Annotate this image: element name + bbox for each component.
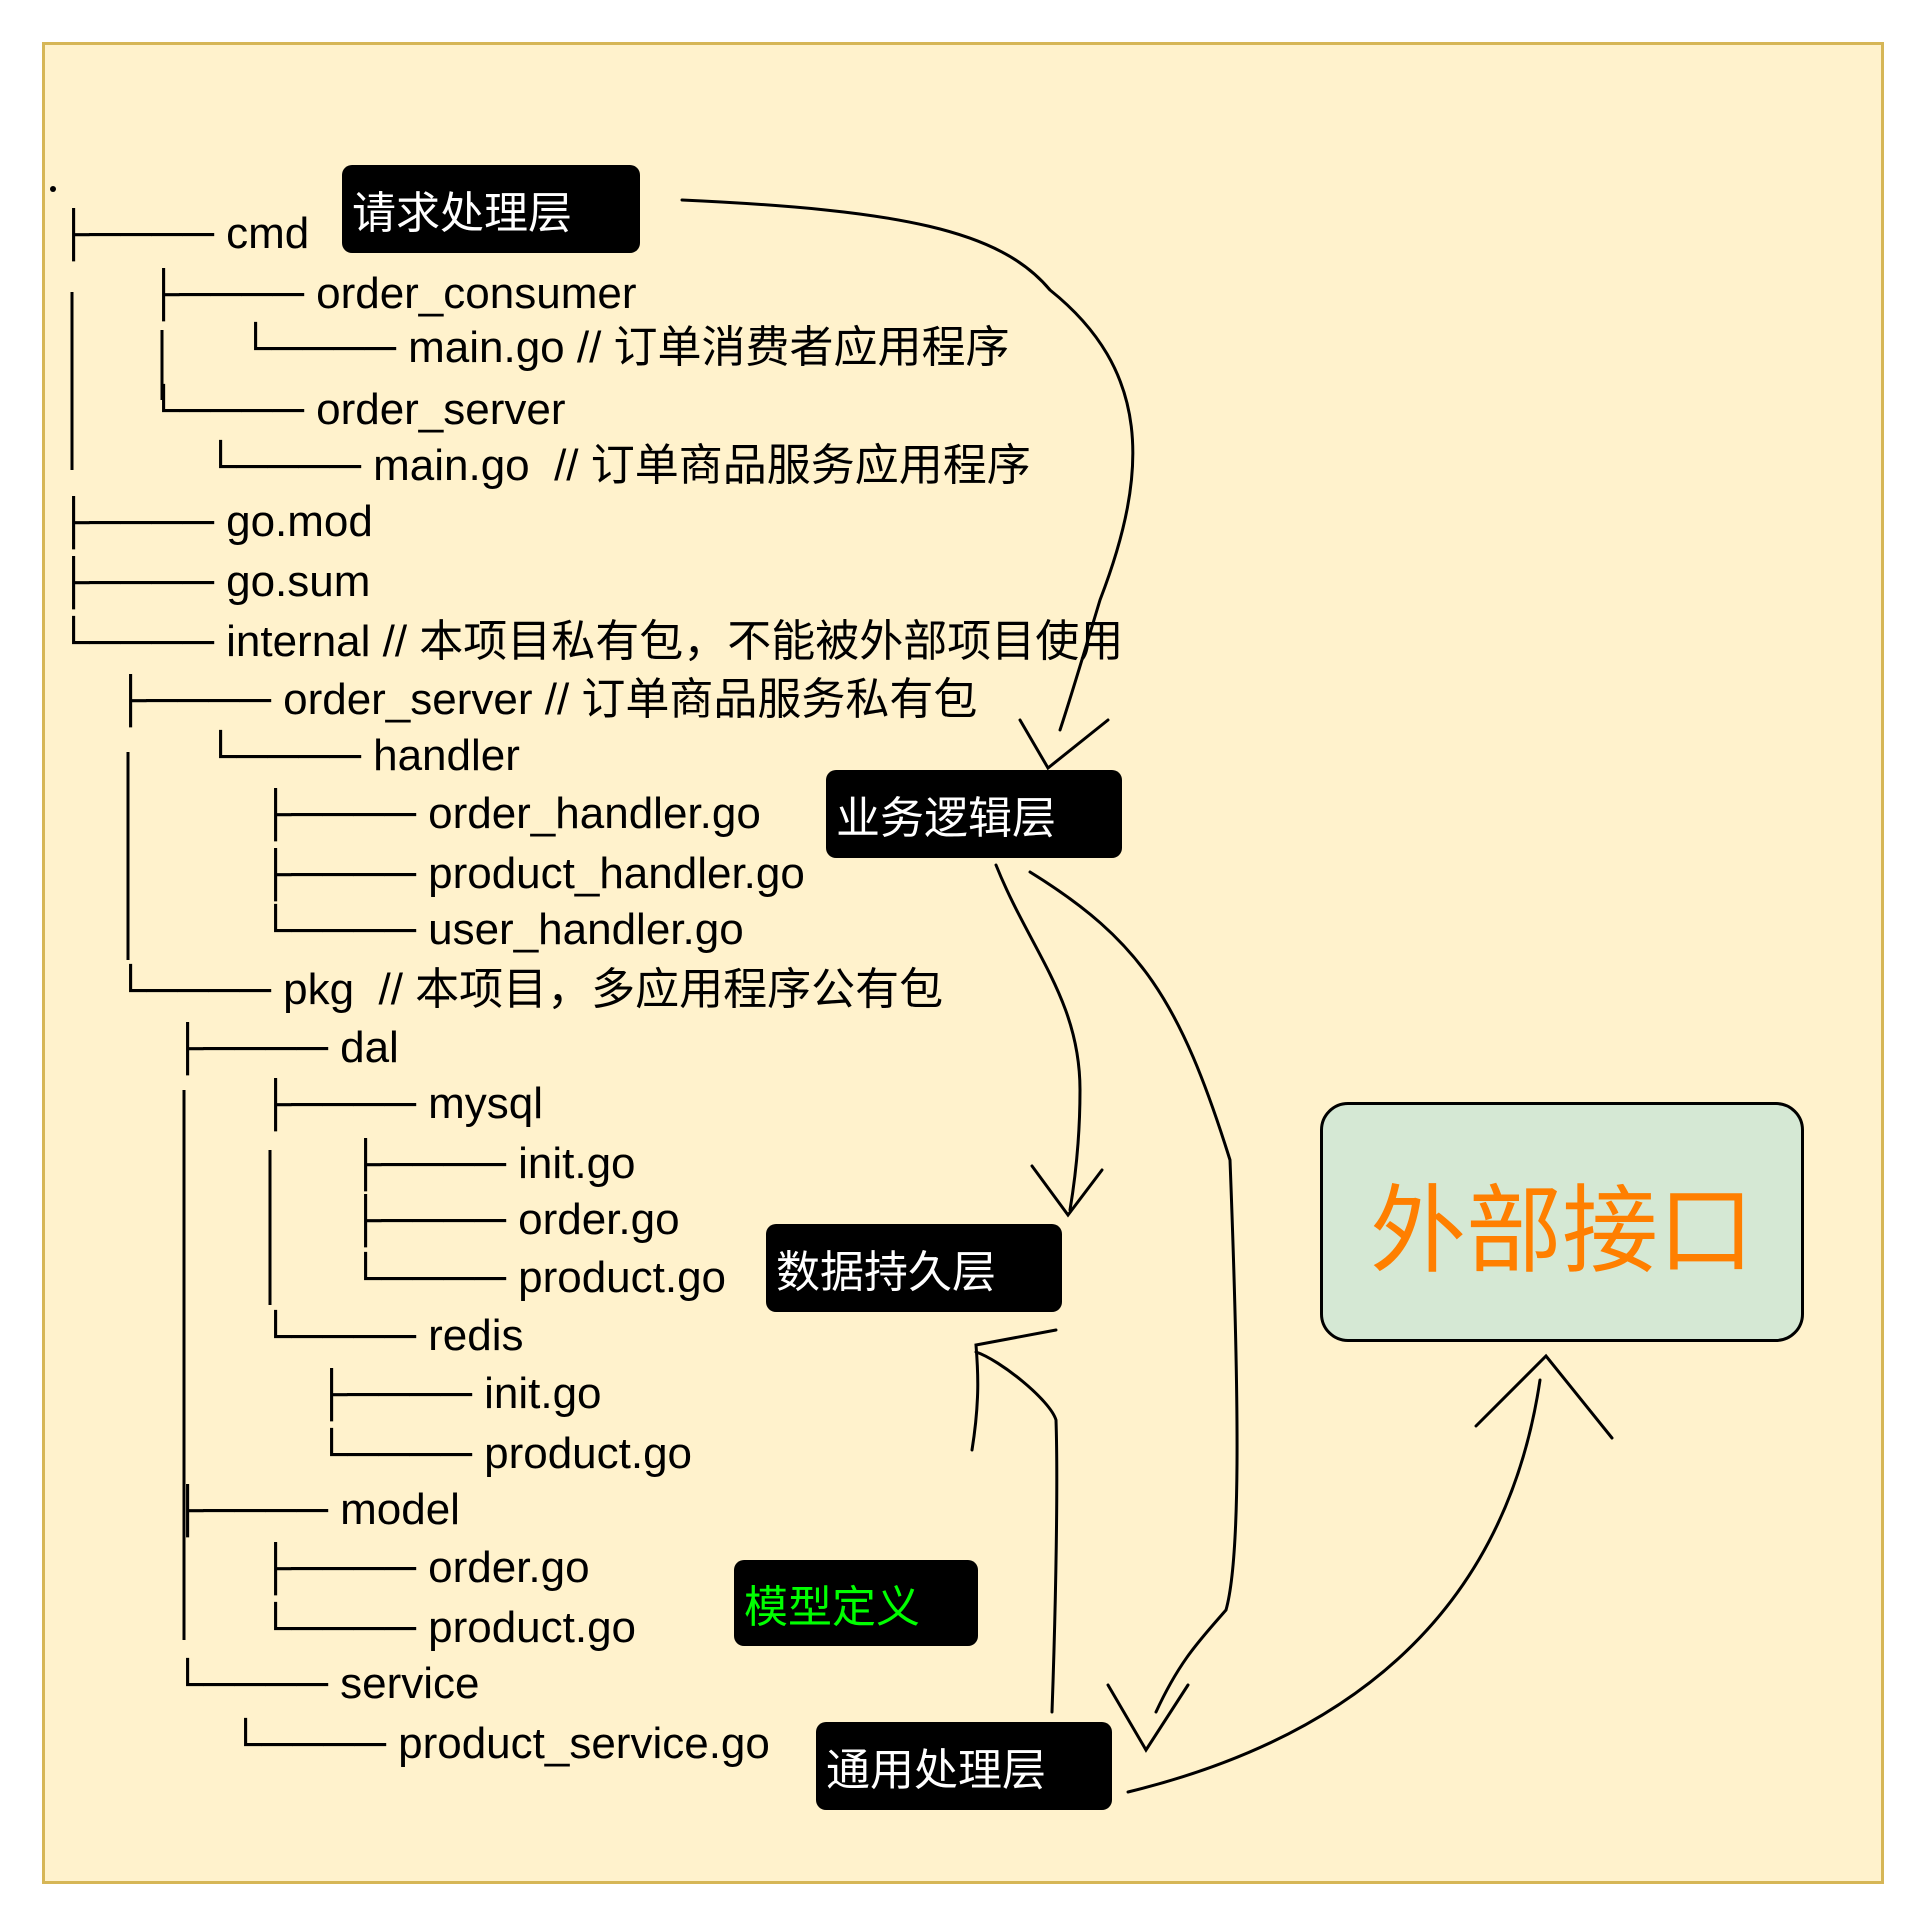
tree-node-mysql: ├──── mysql xyxy=(260,1079,543,1128)
external-interface-box: 外部接口 xyxy=(1320,1102,1804,1342)
tree-node-mysql-product: └──── product.go xyxy=(350,1253,727,1302)
tree-node-order-consumer: ├──── order_consumer xyxy=(148,269,637,318)
tag-model-definition: 模型定义 xyxy=(734,1560,978,1646)
tree-node-order-server-cmd: └──── order_server xyxy=(148,385,566,434)
tag-business-layer: 业务逻辑层 xyxy=(826,770,1122,858)
tree-node-model-product: └──── product.go xyxy=(260,1603,637,1652)
tree-node-product-service: └──── product_service.go xyxy=(230,1719,770,1768)
tree-node-handler: └──── handler xyxy=(205,731,520,780)
tree-node-cmd: ├──── cmd xyxy=(58,209,310,258)
tree-node-redis-init: ├──── init.go xyxy=(316,1369,602,1418)
tag-request-layer: 请求处理层 xyxy=(342,165,640,253)
tree-node-model: ├──── model xyxy=(172,1485,460,1534)
external-interface-label: 外部接口 xyxy=(1370,1174,1754,1287)
tree-node-product-handler: ├──── product_handler.go xyxy=(260,849,805,898)
root-dot xyxy=(50,186,56,192)
tree-node-mysql-order: ├──── order.go xyxy=(350,1195,680,1244)
tag-persistence-layer: 数据持久层 xyxy=(766,1224,1062,1312)
tree-node-go-mod: ├──── go.mod xyxy=(58,497,373,546)
tree-node-redis: └──── redis xyxy=(260,1311,524,1360)
tree-node-mysql-init: ├──── init.go xyxy=(350,1139,636,1188)
tree-node-user-handler: └──── user_handler.go xyxy=(260,905,744,954)
tag-common-layer: 通用处理层 xyxy=(816,1722,1112,1810)
tree-node-order-handler: ├──── order_handler.go xyxy=(260,789,761,838)
tree-node-model-order: ├──── order.go xyxy=(260,1543,590,1592)
tree-node-pkg: └──── pkg // 本项目，多应用程序公有包 xyxy=(115,965,944,1014)
tree-node-redis-product: └──── product.go xyxy=(316,1429,693,1478)
tree-node-service: └──── service xyxy=(172,1659,480,1708)
tree-node-dal: ├──── dal xyxy=(172,1023,399,1072)
tree-node-go-sum: ├──── go.sum xyxy=(58,557,371,606)
